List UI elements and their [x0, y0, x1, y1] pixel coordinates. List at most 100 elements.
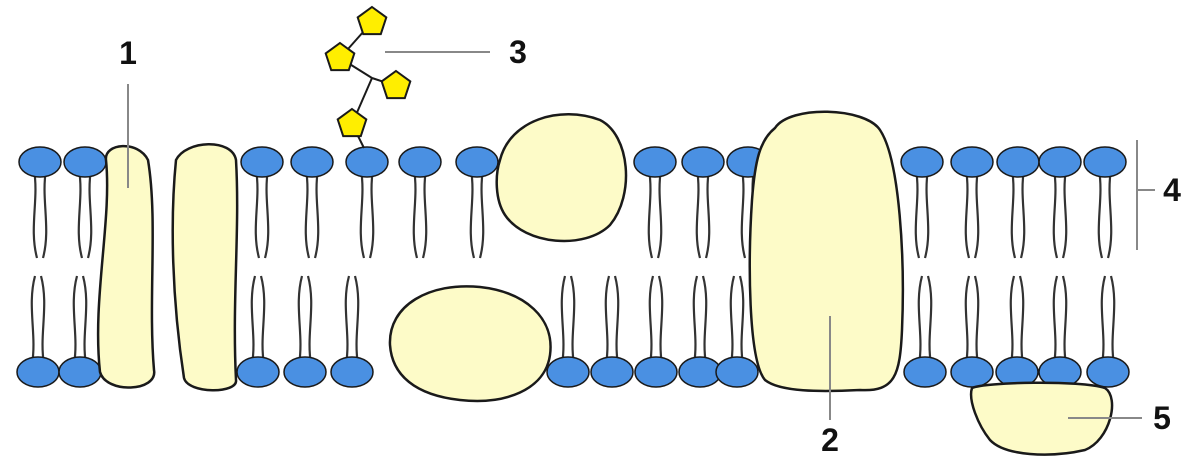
- integral-protein-2: [750, 112, 903, 391]
- lipid-tail: [79, 170, 82, 258]
- lipid-tail: [252, 276, 255, 364]
- lipid-tail: [1054, 276, 1057, 364]
- phospholipid-head: [901, 147, 943, 177]
- phospholipid-head: [951, 147, 993, 177]
- integral-protein-1: [98, 146, 154, 387]
- phospholipid-head: [1039, 147, 1081, 177]
- lipid-tail: [925, 170, 928, 258]
- lipid-tail: [306, 170, 309, 258]
- peripheral-protein-bottom: [390, 286, 551, 401]
- lipid-tail: [1063, 276, 1066, 364]
- label-1: 1: [119, 35, 137, 71]
- integral-protein-thin: [173, 144, 237, 390]
- lipid-tail: [731, 276, 734, 364]
- lipid-tail: [414, 170, 417, 258]
- lipid-tail: [649, 170, 652, 258]
- lipid-tail: [355, 276, 358, 364]
- lipid-tail: [34, 170, 37, 258]
- label-2: 2: [821, 422, 839, 456]
- lipid-tail: [261, 276, 264, 364]
- phospholipid-head: [997, 147, 1039, 177]
- phospholipid-head: [1084, 147, 1126, 177]
- phospholipid-head: [17, 357, 59, 387]
- peripheral-protein-top: [497, 114, 626, 241]
- phospholipid-head: [241, 147, 283, 177]
- lipid-tail: [1012, 170, 1015, 258]
- phospholipid-head: [1087, 357, 1129, 387]
- phospholipid-head: [682, 147, 724, 177]
- phospholipid-head: [399, 147, 441, 177]
- carbohydrate-chain: [326, 7, 411, 148]
- lipid-tail: [706, 170, 709, 258]
- lipid-tail: [1099, 170, 1102, 258]
- lipid-tail: [615, 276, 618, 364]
- lipid-tail: [742, 170, 745, 258]
- lipid-tail: [1054, 170, 1057, 258]
- lipid-tail: [966, 170, 969, 258]
- lipid-tail: [346, 276, 349, 364]
- lipid-tail: [740, 276, 743, 364]
- lipid-tail: [88, 170, 91, 258]
- lipid-tail: [83, 276, 86, 364]
- lipid-tail: [703, 276, 706, 364]
- phospholipid-head: [716, 357, 758, 387]
- phospholipid-head: [346, 147, 388, 177]
- phospholipid-head: [59, 357, 101, 387]
- phospholipid-head: [291, 147, 333, 177]
- lipid-tail: [265, 170, 268, 258]
- lipid-tail: [471, 170, 474, 258]
- lipid-tail: [562, 276, 565, 364]
- lipid-tail: [650, 276, 653, 364]
- lipid-tail: [370, 170, 373, 258]
- phospholipid-head: [634, 147, 676, 177]
- lipid-tail: [308, 276, 311, 364]
- phospholipid-head: [19, 147, 61, 177]
- phospholipid-head: [237, 357, 279, 387]
- label-5: 5: [1153, 400, 1171, 436]
- lipid-tail: [361, 170, 364, 258]
- label-4: 4: [1163, 172, 1181, 208]
- lipid-tail: [975, 170, 978, 258]
- phospholipid-head: [904, 357, 946, 387]
- lipid-tail: [659, 276, 662, 364]
- lipid-tail: [43, 170, 46, 258]
- lipid-tail: [1021, 170, 1024, 258]
- phospholipid-head: [591, 357, 633, 387]
- sugar-unit: [338, 109, 367, 136]
- lipid-tail: [975, 276, 978, 364]
- lipid-tail: [919, 276, 922, 364]
- lipid-tail: [74, 276, 77, 364]
- phospholipid-head: [284, 357, 326, 387]
- lipid-tail: [571, 276, 574, 364]
- phospholipid-head: [456, 147, 498, 177]
- phospholipid-head: [951, 357, 993, 387]
- lipid-tail: [256, 170, 259, 258]
- lipid-tail: [606, 276, 609, 364]
- lipid-tail: [1020, 276, 1023, 364]
- lipid-tail: [41, 276, 44, 364]
- phospholipid-head: [331, 357, 373, 387]
- lipid-tail: [697, 170, 700, 258]
- lipid-tail: [1011, 276, 1014, 364]
- lipid-tail: [658, 170, 661, 258]
- phospholipid-head: [547, 357, 589, 387]
- lipid-tail: [966, 276, 969, 364]
- label-3: 3: [509, 34, 527, 70]
- lipid-tail: [480, 170, 483, 258]
- phospholipid-head: [635, 357, 677, 387]
- lipid-tail: [1111, 276, 1114, 364]
- sugar-unit: [382, 71, 411, 98]
- phospholipid-head: [64, 147, 106, 177]
- phospholipid-head: [679, 357, 721, 387]
- lipid-tail: [1102, 276, 1105, 364]
- lipid-tail: [423, 170, 426, 258]
- lipid-tail: [32, 276, 35, 364]
- lipid-tail: [1108, 170, 1111, 258]
- lipid-tail: [299, 276, 302, 364]
- lipid-tail: [928, 276, 931, 364]
- lipid-tail: [315, 170, 318, 258]
- lipid-tail: [694, 276, 697, 364]
- sugar-unit: [358, 7, 387, 34]
- lipid-tail: [916, 170, 919, 258]
